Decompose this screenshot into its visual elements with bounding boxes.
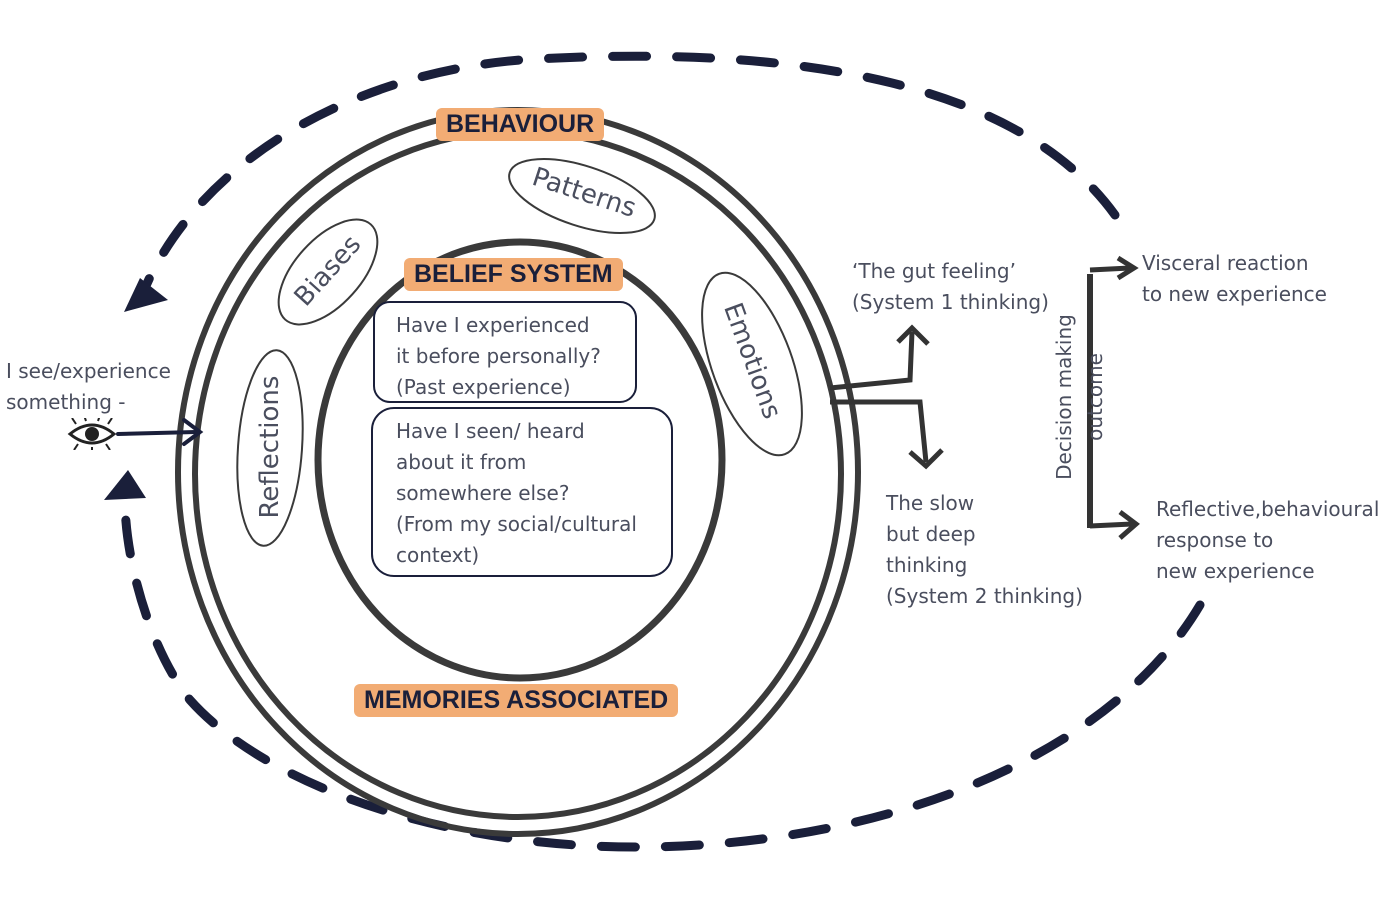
decision-label: Decision making outcome xyxy=(1049,307,1111,487)
system2-arrowhead xyxy=(908,448,944,470)
reflective-arrowhead xyxy=(1118,510,1140,540)
system1-arrowhead xyxy=(896,324,930,346)
system2-label: The slow but deep thinking (System 2 thi… xyxy=(886,488,1083,612)
behaviour-heading: BEHAVIOUR xyxy=(436,108,605,141)
visceral-line-2: to new experience xyxy=(1142,282,1327,306)
reflections-label: Reflections xyxy=(255,375,285,519)
social-context-text: Have I seen/ heard about it from somewhe… xyxy=(396,416,637,571)
system1-line-1: ‘The gut feeling’ xyxy=(852,259,1016,283)
eye-icon xyxy=(66,418,118,450)
reflections-bubble xyxy=(236,349,304,547)
input-arrow-shaft xyxy=(116,430,198,436)
visceral-arrow xyxy=(1089,265,1131,273)
system2-arrow xyxy=(830,399,929,463)
belief-ring xyxy=(314,238,726,682)
emotions-bubble xyxy=(701,271,803,457)
social-line-5: context) xyxy=(396,543,480,567)
outer-dashed-cycle-lower xyxy=(120,495,1205,852)
reflective-line-1: Reflective,behavioural xyxy=(1156,497,1380,521)
system2-line-3: thinking xyxy=(886,553,968,577)
system1-line-2: (System 1 thinking) xyxy=(852,290,1049,314)
visceral-line-1: Visceral reaction xyxy=(1142,251,1309,275)
personal-line-1: Have I experienced xyxy=(396,313,590,337)
social-line-3: somewhere else? xyxy=(396,481,570,505)
reflective-outcome-label: Reflective,behavioural response to new e… xyxy=(1156,494,1379,587)
system2-line-1: The slow xyxy=(886,491,975,515)
system1-label: ‘The gut feeling’ (System 1 thinking) xyxy=(852,256,1049,318)
decision-line-1: Decision making xyxy=(1052,314,1076,480)
input-line-1: I see/experience xyxy=(6,359,171,383)
personal-experience-text: Have I experienced it before personally?… xyxy=(396,310,601,403)
reflective-line-2: response to xyxy=(1156,528,1274,552)
system2-line-4: (System 2 thinking) xyxy=(886,584,1083,608)
reflective-line-3: new experience xyxy=(1156,559,1315,583)
input-label: I see/experience something - xyxy=(6,356,171,418)
personal-experience-box xyxy=(373,301,637,403)
cycle-arrowhead-left-bottom xyxy=(104,470,146,500)
social-line-1: Have I seen/ heard xyxy=(396,419,585,443)
social-line-4: (From my social/cultural xyxy=(396,512,637,536)
cycle-arrowhead-left-top xyxy=(124,278,168,312)
patterns-bubble xyxy=(508,158,656,234)
decision-line-2: outcome xyxy=(1083,353,1107,441)
biases-bubble xyxy=(277,218,379,326)
input-arrowhead xyxy=(182,418,204,446)
visceral-outcome-label: Visceral reaction to new experience xyxy=(1142,248,1327,310)
personal-line-2: it before personally? xyxy=(396,344,601,368)
social-context-box xyxy=(371,407,673,577)
reflective-arrow xyxy=(1089,521,1133,529)
input-line-2: something - xyxy=(6,390,126,414)
social-line-2: about it from xyxy=(396,450,527,474)
visceral-arrowhead xyxy=(1116,255,1139,281)
system1-arrow xyxy=(829,331,915,391)
memories-heading: MEMORIES ASSOCIATED xyxy=(354,684,679,717)
system2-line-2: but deep xyxy=(886,522,976,546)
personal-line-3: (Past experience) xyxy=(396,375,571,399)
belief-system-heading: BELIEF SYSTEM xyxy=(404,258,623,291)
outer-dashed-cycle xyxy=(135,51,1120,305)
